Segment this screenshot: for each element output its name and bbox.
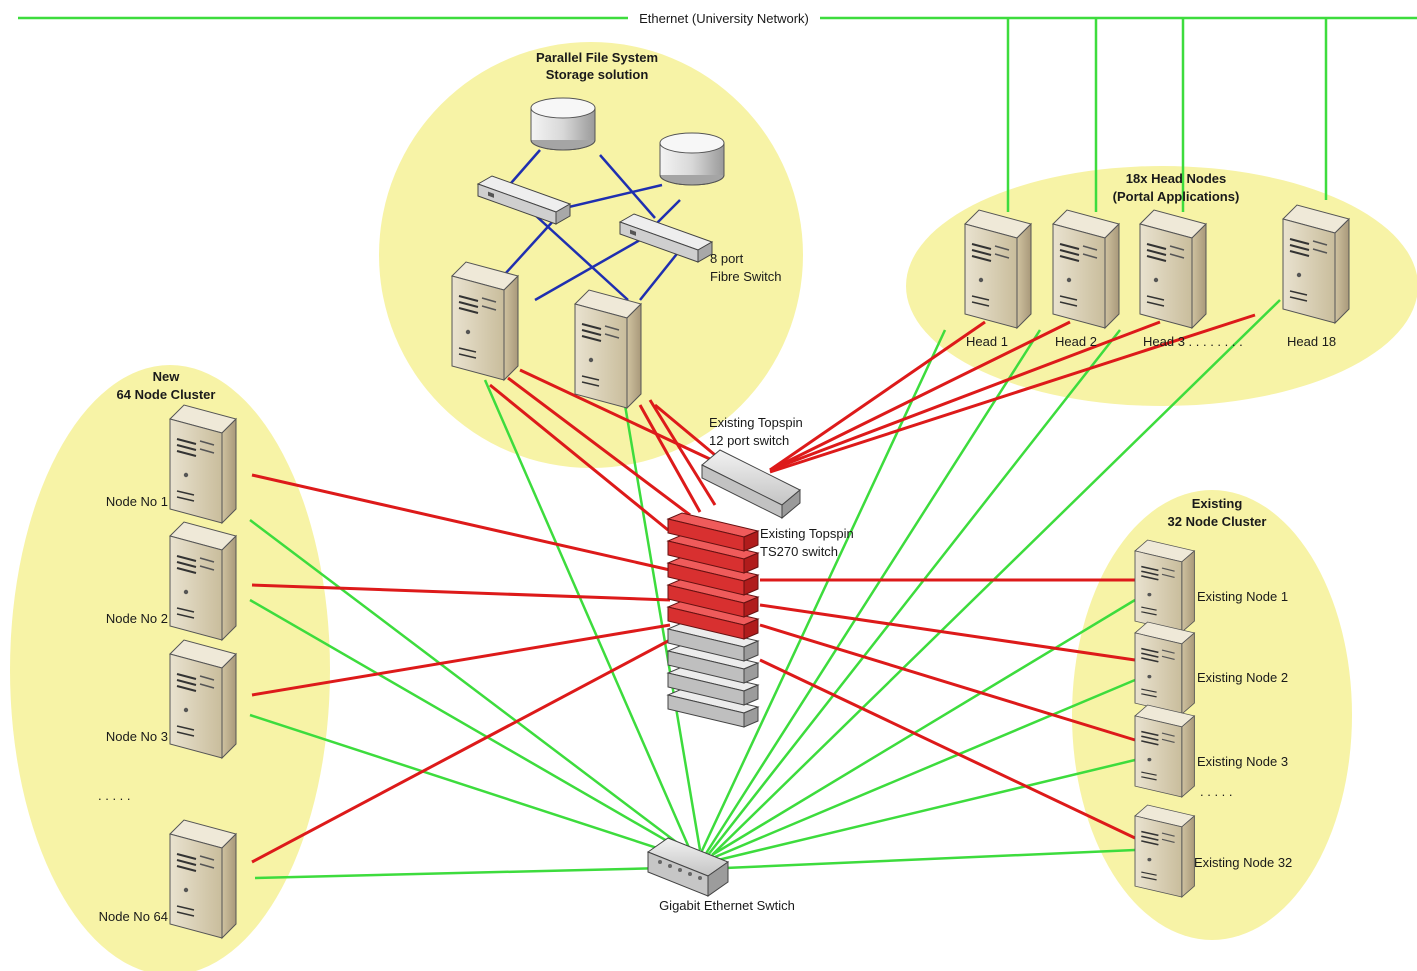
head-node-label: Head 18	[1287, 334, 1336, 349]
new-cluster-title-line2: 64 Node Cluster	[117, 387, 216, 402]
head-node-server-icon	[1052, 209, 1120, 329]
new-cluster-node-label: Node No 1	[106, 494, 168, 509]
new-cluster-node-label: Node No 2	[106, 611, 168, 626]
cluster-node-server-icon	[169, 639, 237, 759]
topspin-12-port-switch	[701, 449, 801, 520]
head-node-label: Head 1	[966, 334, 1008, 349]
fibre-switch-label-line2: Fibre Switch	[710, 269, 782, 284]
new-cluster-node-label: Node No 64	[99, 909, 168, 924]
storage-title-line2: Storage solution	[546, 67, 649, 82]
new-cluster-title-line1: New	[153, 369, 181, 384]
head-node-servers	[964, 204, 1350, 329]
head-node-server-icon	[1282, 204, 1350, 324]
gigabit-ethernet-switch	[646, 837, 730, 897]
existing-cluster-title-line1: Existing	[1192, 496, 1243, 511]
head-nodes-title-line1: 18x Head Nodes	[1126, 171, 1226, 186]
storage-disk-icon	[659, 132, 725, 186]
new-cluster-servers	[169, 404, 237, 939]
existing-cluster-node-label: Existing Node 2	[1197, 670, 1288, 685]
existing-cluster-node-label: Existing Node 3	[1197, 754, 1288, 769]
storage-server-icon	[574, 289, 642, 409]
new-cluster-node-label: Node No 3	[106, 729, 168, 744]
head-node-server-icon	[964, 209, 1032, 329]
ethernet-backbone	[18, 16, 1417, 212]
topspin12-label-line1: Existing Topspin	[709, 415, 803, 430]
cluster-node-server-icon	[169, 521, 237, 641]
topspin12-label-line2: 12 port switch	[709, 433, 789, 448]
ts270-label-line1: Existing Topspin	[760, 526, 854, 541]
head-node-label: Head 3 . . . . . . . .	[1143, 334, 1243, 349]
existing-cluster-node-label: Existing Node 1	[1197, 589, 1288, 604]
head-node-server-icon	[1139, 209, 1207, 329]
ts270-label-line2: TS270 switch	[760, 544, 838, 559]
gigabit-switch-label: Gigabit Ethernet Swtich	[659, 898, 795, 913]
ts270-switch	[667, 512, 759, 728]
existing-cluster-node-label: Existing Node 32	[1194, 855, 1292, 870]
new-cluster-ellipsis: . . . . .	[98, 788, 131, 803]
storage-server-icon	[451, 261, 519, 381]
head-node-label: Head 2	[1055, 334, 1097, 349]
infiniband-links	[251, 313, 1256, 864]
ethernet-label: Ethernet (University Network)	[639, 11, 809, 26]
storage-title-line1: Parallel File System	[536, 50, 658, 65]
cluster-node-server-icon	[169, 404, 237, 524]
fibre-switch-label-line1: 8 port	[710, 251, 744, 266]
existing-cluster-ellipsis: . . . . .	[1200, 784, 1233, 799]
head-nodes-title-line2: (Portal Applications)	[1113, 189, 1240, 204]
cluster-node-server-icon	[169, 819, 237, 939]
existing-cluster-zone	[1072, 490, 1352, 940]
existing-cluster-title-line2: 32 Node Cluster	[1168, 514, 1267, 529]
existing-cluster-servers	[1134, 539, 1196, 898]
storage-disk-icon	[530, 97, 596, 151]
